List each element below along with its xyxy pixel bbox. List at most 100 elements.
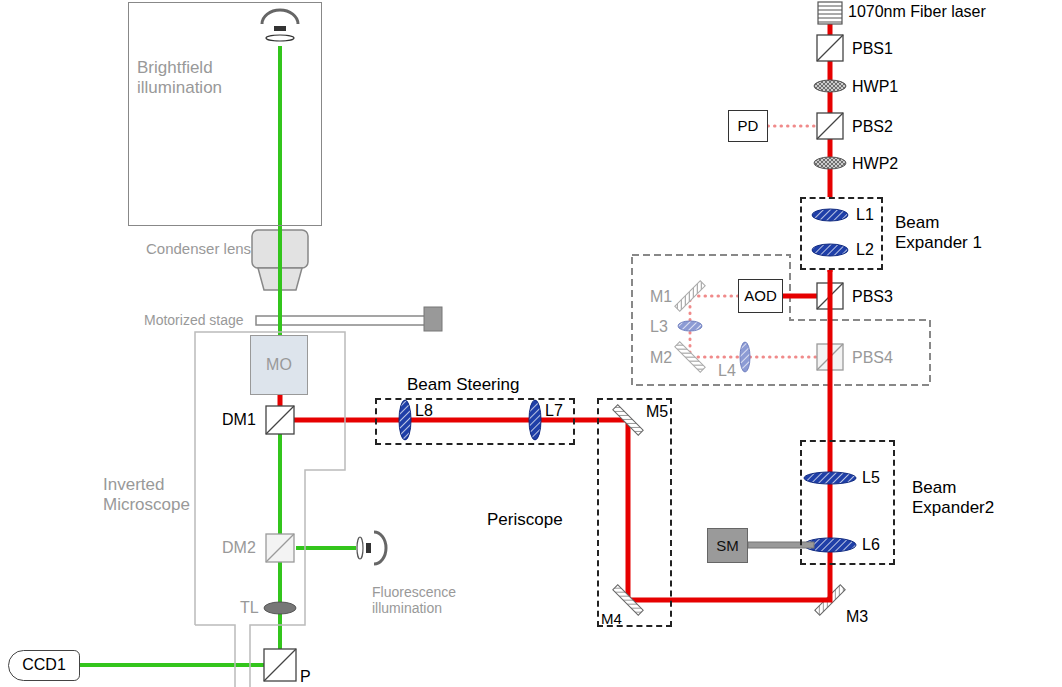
lens bbox=[804, 472, 856, 484]
fiber-laser bbox=[818, 6, 842, 7]
lens bbox=[678, 321, 702, 331]
beam-splitter-cube bbox=[266, 534, 294, 562]
part-label: PBS3 bbox=[852, 288, 893, 306]
lamp-reflector bbox=[374, 532, 386, 564]
lamp-bulb bbox=[366, 543, 371, 553]
fiber-laser bbox=[818, 10, 842, 11]
beam-splitter-cube bbox=[266, 534, 294, 562]
laser-beam bbox=[575, 418, 597, 423]
lamp-reflector bbox=[262, 10, 298, 24]
part-label: L6 bbox=[862, 536, 880, 554]
dashed-group: Periscope bbox=[597, 398, 672, 627]
lens bbox=[812, 244, 848, 256]
mirror bbox=[675, 281, 705, 311]
beam-splitter-cube bbox=[266, 406, 294, 434]
part-label: M4 bbox=[601, 610, 622, 627]
device-box: SM bbox=[707, 528, 748, 563]
part-label: M5 bbox=[646, 403, 668, 421]
part-label: L2 bbox=[856, 241, 874, 259]
fiber-laser bbox=[818, 22, 842, 23]
box-label: SM bbox=[716, 537, 739, 554]
fiber-laser bbox=[818, 14, 842, 15]
lamp-bulb bbox=[274, 26, 286, 31]
group-heading: Beam Steering bbox=[407, 375, 567, 395]
part-label: L8 bbox=[415, 402, 433, 420]
part-label: L1 bbox=[856, 206, 874, 224]
part-label: PBS1 bbox=[852, 40, 893, 58]
lamp-lens bbox=[266, 35, 294, 41]
microscope-region: MOInverted Microscope bbox=[195, 332, 345, 687]
part-label: Fluorescence illumination bbox=[372, 584, 472, 616]
mirror bbox=[613, 405, 643, 435]
part-label: DM1 bbox=[222, 411, 256, 429]
group-heading: Beam Expander2 bbox=[912, 478, 1004, 517]
laser-beam bbox=[828, 270, 833, 440]
lens bbox=[399, 400, 411, 440]
device-box: AOD bbox=[738, 279, 783, 313]
laser-beam bbox=[783, 294, 817, 299]
laser-beam bbox=[278, 226, 282, 335]
microscope-outline bbox=[195, 332, 345, 687]
group-heading: Inverted Microscope bbox=[103, 475, 191, 514]
box-label: AOD bbox=[744, 287, 777, 304]
laser-beam bbox=[195, 663, 264, 667]
dotted-beam bbox=[768, 125, 817, 128]
lens bbox=[812, 209, 848, 221]
part-label: L5 bbox=[862, 469, 880, 487]
fiber-laser bbox=[818, 2, 842, 24]
aod-group-outline bbox=[632, 255, 930, 385]
box-label: CCD1 bbox=[22, 656, 66, 674]
illumination-box: Brightfield illumination bbox=[128, 2, 322, 226]
lens bbox=[740, 342, 750, 372]
beam-splitter-cube bbox=[817, 113, 843, 139]
laser-beam bbox=[672, 565, 830, 600]
beam-splitter-cube bbox=[264, 649, 296, 681]
fiber-laser bbox=[818, 18, 842, 19]
part-label: M2 bbox=[650, 349, 672, 367]
laser-beam bbox=[597, 420, 672, 600]
part-label: M3 bbox=[846, 608, 868, 626]
beam-splitter-cube bbox=[817, 35, 843, 61]
lens bbox=[529, 400, 541, 440]
group-heading: Brightfield illumination bbox=[137, 58, 245, 97]
part-label: L7 bbox=[545, 402, 563, 420]
part-label: TL bbox=[240, 599, 259, 617]
part-label: PBS4 bbox=[852, 349, 893, 367]
scanning-motor-rod bbox=[748, 542, 814, 548]
group-heading: Periscope bbox=[487, 510, 587, 530]
part-label: DM2 bbox=[222, 539, 256, 557]
beam-splitter-cube bbox=[817, 35, 843, 61]
mirror bbox=[675, 342, 705, 372]
laser-beam bbox=[278, 46, 282, 226]
part-label: Motorized stage bbox=[144, 312, 244, 328]
part-label: PBS2 bbox=[852, 118, 893, 136]
lamp-lens bbox=[357, 537, 363, 559]
box-label: MO bbox=[266, 356, 292, 374]
objective-lens: MO bbox=[250, 335, 308, 395]
beam-splitter-cube bbox=[817, 113, 843, 139]
part-label: 1070nm Fiber laser bbox=[848, 3, 986, 21]
beam-splitter-cube bbox=[266, 406, 294, 434]
box-label: PD bbox=[738, 117, 759, 134]
part-label: M1 bbox=[650, 288, 672, 306]
camera: CCD1 bbox=[8, 650, 80, 681]
part-label: L3 bbox=[650, 318, 668, 336]
part-label: HWP1 bbox=[852, 78, 898, 96]
part-label: P bbox=[300, 668, 311, 686]
device-box: PD bbox=[728, 110, 768, 142]
stage-motor bbox=[424, 307, 442, 331]
group-heading: Beam Expander 1 bbox=[895, 213, 987, 252]
half-wave-plate bbox=[814, 157, 846, 169]
half-wave-plate bbox=[814, 80, 846, 92]
part-label: HWP2 bbox=[852, 155, 898, 173]
part-label: Condenser lens bbox=[146, 240, 251, 257]
laser-beam bbox=[80, 663, 195, 667]
dashed-group: Beam Expander2 bbox=[800, 440, 895, 565]
part-label: L4 bbox=[718, 362, 736, 380]
laser-beam bbox=[345, 418, 375, 423]
beam-splitter-cube bbox=[264, 649, 296, 681]
